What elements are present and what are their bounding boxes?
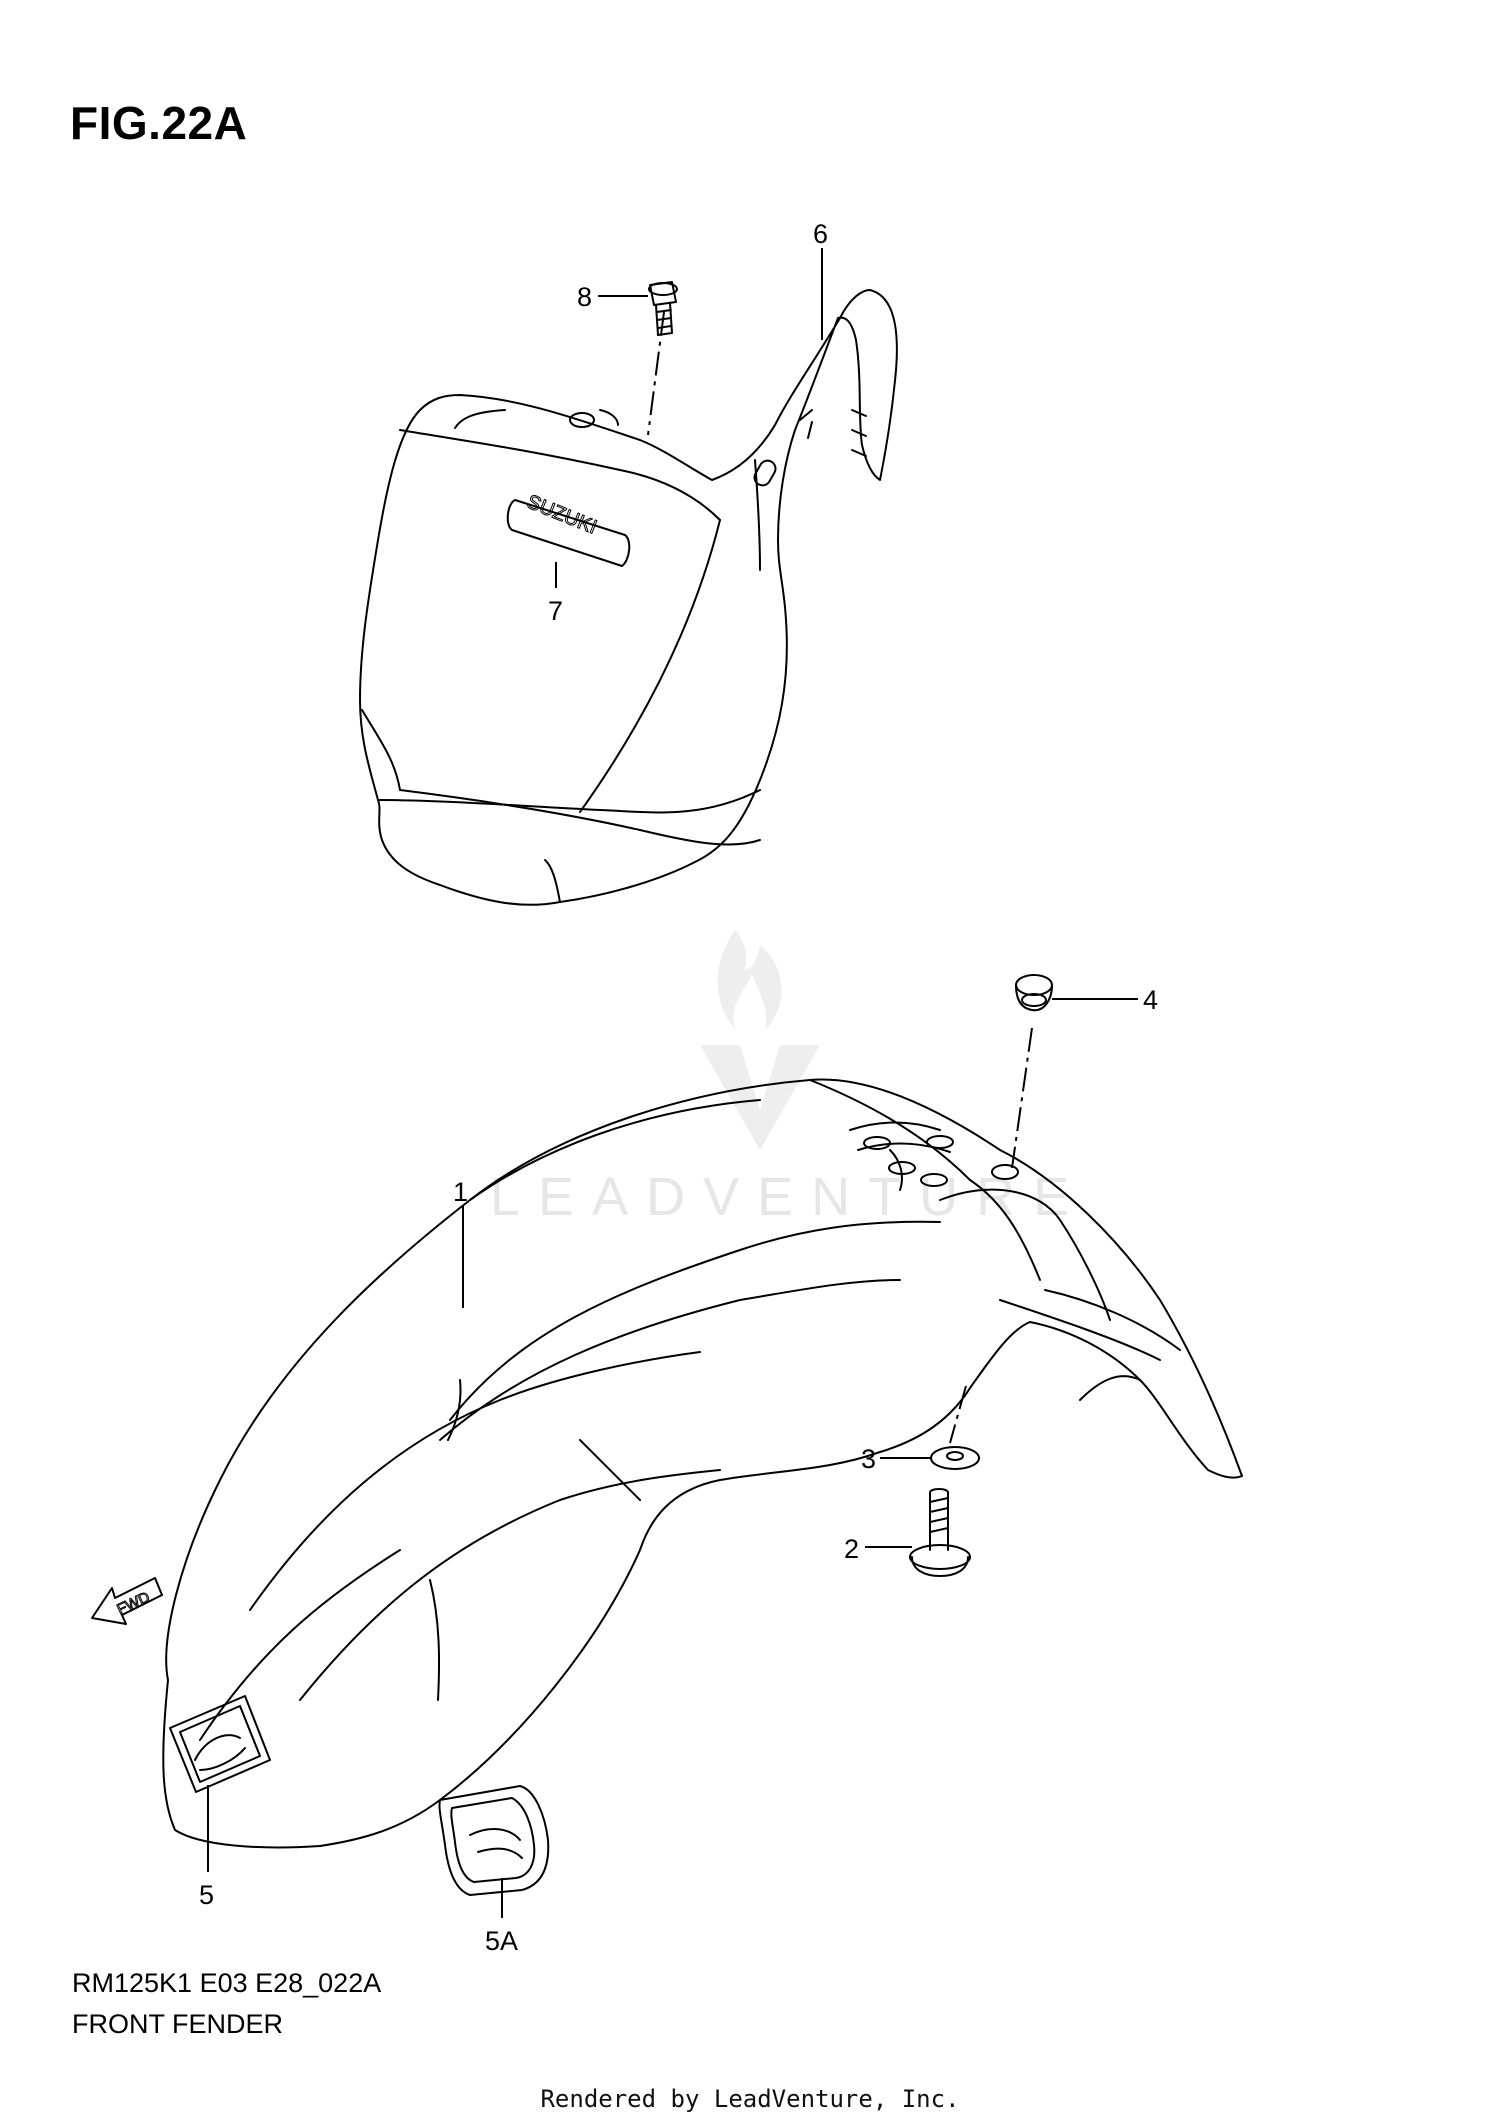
leader-4-dash: [1011, 1027, 1033, 1169]
fwd-arrow-text: FWD: [114, 1589, 152, 1619]
number-plate: [359, 289, 898, 906]
callout-1: 1: [453, 1177, 468, 1207]
callout-5: 5: [199, 1880, 214, 1910]
watermark-logo: [700, 930, 820, 1150]
grommet-4: [1015, 974, 1053, 1012]
callout-5a: 5A: [485, 1926, 518, 1956]
suzuki-decal-text: SUZUKI: [524, 491, 600, 539]
diagram-name: FRONT FENDER: [72, 2009, 284, 2039]
callout-7: 7: [548, 596, 563, 626]
washer-3: [930, 1446, 980, 1470]
diagram-code: RM125K1 E03 E28_022A: [72, 1968, 382, 1998]
callout-8: 8: [577, 282, 592, 312]
page-title: FIG.22A: [70, 97, 248, 149]
callout-3: 3: [861, 1444, 876, 1474]
bolt-2: [909, 1488, 971, 1577]
leader-8-dash: [647, 311, 665, 436]
callout-6: 6: [813, 219, 828, 249]
footer-text: Rendered by LeadVenture, Inc.: [540, 2085, 960, 2113]
callout-4: 4: [1143, 985, 1158, 1015]
suzuki-decal: SUZUKI: [506, 490, 631, 567]
callout-2: 2: [844, 1534, 859, 1564]
fwd-arrow-icon: FWD: [91, 1577, 163, 1625]
watermark-text: LEADVENTURE: [490, 1167, 1088, 1227]
front-fender: [162, 1078, 1243, 1849]
s-decal-5: [169, 1695, 271, 1793]
s-decal-5a: [438, 1785, 550, 1896]
leader-3-dash: [949, 1385, 967, 1444]
